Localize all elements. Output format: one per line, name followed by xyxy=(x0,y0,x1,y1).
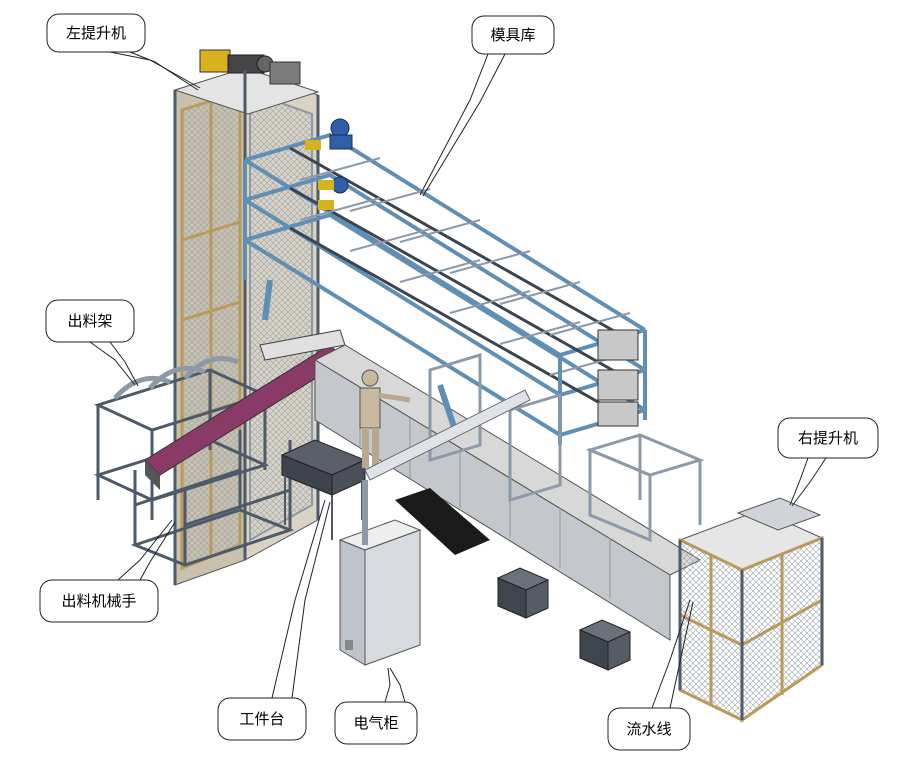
label-discharge-rack: 出料架 xyxy=(67,312,112,330)
electrical-cabinet xyxy=(338,389,531,666)
callout-electrical-cabinet: 电气柜 xyxy=(334,667,418,745)
left-lift-machine xyxy=(173,49,320,586)
junction-box-1 xyxy=(496,567,550,619)
label-electrical-cabinet: 电气柜 xyxy=(353,714,398,732)
callout-discharge-rack: 出料架 xyxy=(45,299,139,387)
workbench xyxy=(280,439,367,540)
label-left-lift: 左提升机 xyxy=(66,24,126,42)
label-assembly-line: 流水线 xyxy=(626,720,671,738)
callout-mold-storage: 模具库 xyxy=(419,15,555,197)
discharge-manipulator xyxy=(130,329,346,567)
operator-figure xyxy=(359,369,411,468)
callout-right-lift: 右提升机 xyxy=(777,417,879,507)
mold-storage-rack xyxy=(243,118,647,445)
label-workbench: 工件台 xyxy=(239,710,284,728)
label-discharge-manipulator: 出料机械手 xyxy=(61,592,136,610)
right-lift-machine xyxy=(678,497,824,723)
label-right-lift: 右提升机 xyxy=(798,429,858,447)
callout-workbench: 工件台 xyxy=(217,499,331,741)
assembly-line xyxy=(262,279,705,641)
callout-assembly-line: 流水线 xyxy=(607,599,694,751)
junction-box-2 xyxy=(578,619,632,671)
callout-discharge-manipulator: 出料机械手 xyxy=(39,519,176,623)
label-mold-storage: 模具库 xyxy=(490,26,535,44)
callout-left-lift: 左提升机 xyxy=(46,13,201,91)
